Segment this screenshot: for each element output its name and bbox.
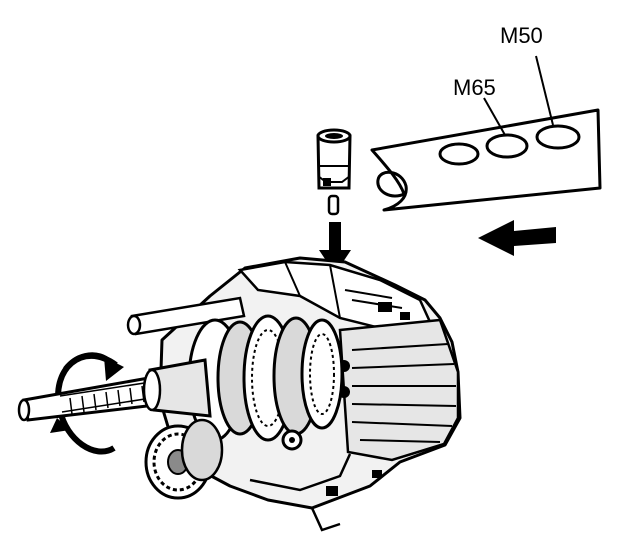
m50-leader-line bbox=[535, 55, 554, 126]
slide-direction-arrow bbox=[478, 220, 556, 256]
shift-rod bbox=[126, 296, 246, 336]
counter-gear bbox=[144, 418, 224, 500]
gasket-template bbox=[370, 108, 602, 212]
hole-m65 bbox=[485, 133, 529, 159]
hole-extra bbox=[438, 142, 480, 166]
label-m65: M65 bbox=[453, 75, 496, 100]
socket-tool bbox=[316, 128, 352, 216]
m65-leader-line bbox=[483, 97, 506, 136]
input-shaft bbox=[17, 358, 212, 422]
hole-m50 bbox=[535, 124, 581, 150]
transmission-assembly bbox=[17, 256, 462, 532]
gear-cluster bbox=[187, 314, 344, 442]
label-m50: M50 bbox=[500, 23, 543, 48]
